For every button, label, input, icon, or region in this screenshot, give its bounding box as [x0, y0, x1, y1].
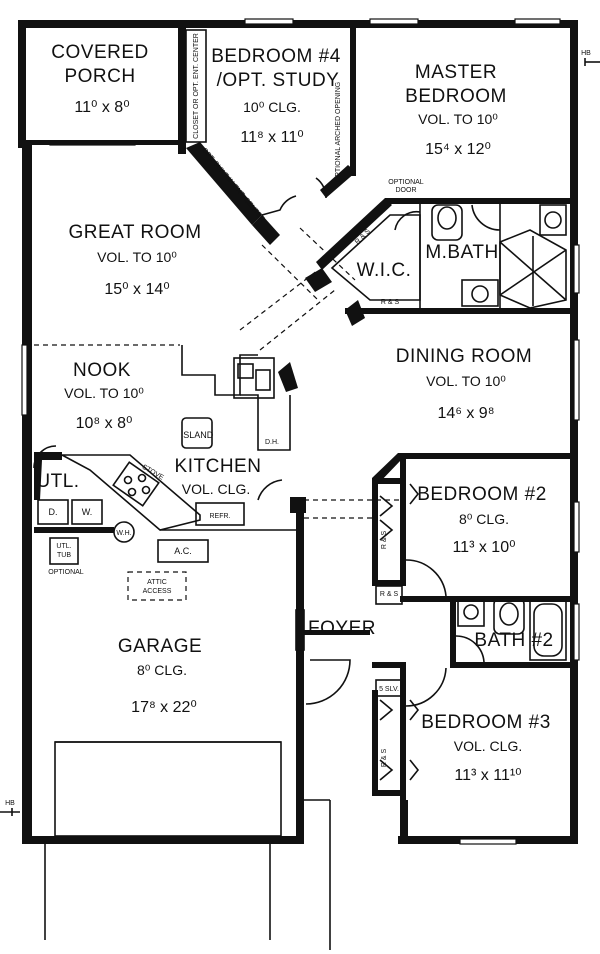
windows — [21, 18, 580, 845]
dw-label: D.H. — [265, 439, 279, 446]
covered-porch-size: 11⁰ x 8⁰ — [74, 99, 129, 116]
master-bedroom-ceiling: VOL. TO 10⁰ — [418, 111, 498, 127]
dining-room-size: 14⁶ x 9⁸ — [438, 405, 495, 422]
master-bedroom-name-2: BEDROOM — [405, 86, 507, 107]
nook-ceiling: VOL. TO 10⁰ — [64, 385, 144, 401]
bedroom4-name-2: /OPT. STUDY — [217, 70, 340, 91]
optional-door-label-2: DOOR — [396, 187, 417, 194]
kitchen-name: KITCHEN — [175, 456, 262, 477]
nook-size: 10⁸ x 8⁰ — [76, 415, 133, 432]
wh-label: W.H. — [116, 530, 131, 537]
bedroom4-walls — [185, 26, 356, 225]
hb-label-top: HB — [581, 50, 591, 57]
dining-room-name: DINING ROOM — [396, 346, 532, 367]
attic-label-2: ACCESS — [143, 588, 172, 595]
master-bath-walls — [316, 198, 570, 314]
garage-size: 17⁸ x 22⁰ — [131, 699, 197, 716]
garage-ceiling: 8⁰ CLG. — [137, 662, 187, 678]
covered-porch-name-1: COVERED — [51, 42, 148, 63]
washer-label: W. — [82, 507, 93, 517]
bedroom2-size: 11³ x 10⁰ — [452, 539, 515, 556]
bedroom2-ceiling: 8⁰ CLG. — [459, 511, 509, 527]
master-bath-name: M.BATH — [425, 242, 498, 263]
five-slv-label: 5 SLV. — [379, 686, 399, 693]
bedrooms-walls — [295, 453, 570, 800]
wic-name: W.I.C. — [357, 260, 412, 281]
refr-label: REFR. — [210, 513, 231, 520]
utl-optional-label: OPTIONAL — [48, 569, 84, 576]
bedroom3-rs-label: R & S — [381, 749, 388, 768]
opt-built-in-label: OPT. BUILT-IN ENT. CENTER — [200, 147, 266, 223]
bedroom4-ceiling: 10⁰ CLG. — [243, 99, 301, 115]
bath2-name: BATH #2 — [474, 630, 553, 651]
utility-name: UTL. — [36, 471, 79, 492]
bedroom2-name: BEDROOM #2 — [417, 484, 547, 505]
kitchen-ceiling: VOL. CLG. — [182, 481, 250, 497]
garage-name: GARAGE — [118, 636, 202, 657]
dryer-label: D. — [49, 507, 58, 517]
master-bedroom-size: 15⁴ x 12⁰ — [425, 141, 491, 158]
bedroom3-name: BEDROOM #3 — [421, 712, 551, 733]
master-bedroom-name-1: MASTER — [415, 62, 497, 83]
great-room-size: 15⁰ x 14⁰ — [104, 281, 169, 298]
nook-name: NOOK — [73, 360, 131, 381]
foyer-name: FOYER — [308, 618, 376, 639]
ac-label: A.C. — [174, 546, 192, 556]
covered-porch-name-2: PORCH — [64, 66, 135, 87]
optional-door-label-1: OPTIONAL — [388, 179, 424, 186]
bedroom4-name-1: BEDROOM #4 — [211, 46, 341, 67]
great-room-name: GREAT ROOM — [68, 222, 201, 243]
hb-markers — [0, 58, 600, 816]
bedroom3-ceiling: VOL. CLG. — [454, 738, 522, 754]
hb-label-bottom: HB — [5, 800, 15, 807]
optional-arched-label: OPTIONAL ARCHED OPENING — [335, 82, 342, 182]
island-label: ISLAND — [181, 430, 214, 440]
wic-rs-label-2: R & S — [381, 299, 400, 306]
dining-room-ceiling: VOL. TO 10⁰ — [426, 373, 506, 389]
utl-tub-label-1: UTL. — [56, 543, 71, 550]
kitchen-walls — [33, 345, 306, 601]
bedroom3-size: 11³ x 11¹⁰ — [454, 767, 521, 784]
covered-porch-area — [26, 26, 186, 154]
bedroom4-size: 11⁸ x 11⁰ — [240, 129, 303, 146]
utl-tub-label-2: TUB — [57, 552, 71, 559]
hall-rs-label: R & S — [380, 591, 399, 598]
closet-opt-ent-label: CLOSET OR OPT. ENT. CENTER — [193, 33, 200, 139]
attic-label-1: ATTIC — [147, 579, 167, 586]
great-room-ceiling: VOL. TO 10⁰ — [97, 249, 177, 265]
garage — [44, 741, 331, 950]
hall-walls — [34, 215, 365, 392]
bedroom2-rs-label: R & S — [381, 531, 388, 550]
